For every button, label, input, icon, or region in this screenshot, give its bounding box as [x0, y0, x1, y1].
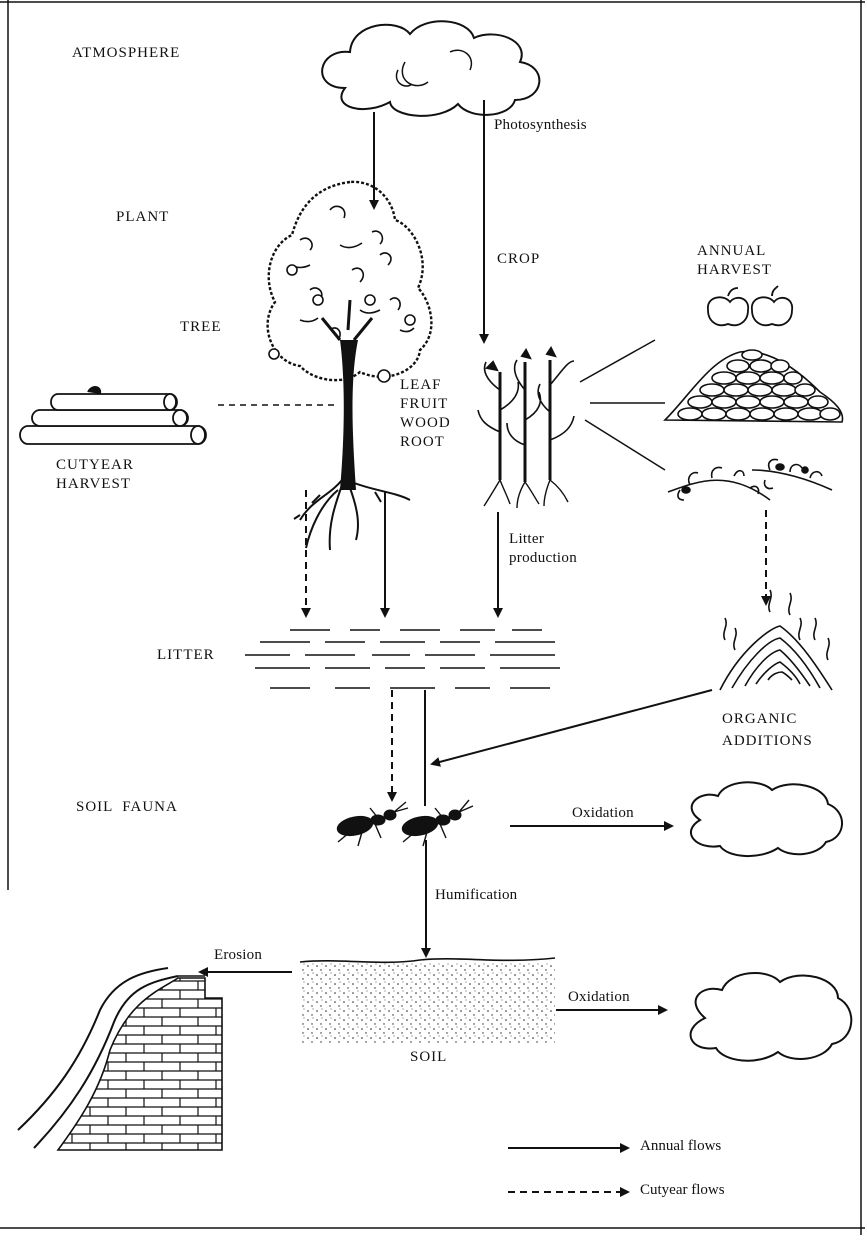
tree-label: TREE [180, 319, 222, 335]
litter-label: LITTER [157, 647, 215, 663]
tree-parts-label: LEAF FRUIT WOOD ROOT [400, 376, 451, 452]
soil-fauna-label: SOIL FAUNA [76, 799, 178, 815]
oxidation-soil-label: Oxidation [568, 989, 630, 1005]
organic-additions-label: ORGANIC ADDITIONS [722, 708, 813, 752]
crop-label: CROP [497, 251, 541, 267]
atmosphere-label: ATMOSPHERE [72, 45, 181, 61]
organic-additions-line-1: ORGANIC [722, 711, 798, 727]
humification-label: Humification [435, 887, 518, 903]
litter-production-line-2: production [509, 550, 577, 566]
annual-flow-arrows [198, 100, 713, 1015]
cutyear-harvest-line-1: CUTYEAR [56, 457, 134, 473]
organic-additions-icon [719, 589, 833, 691]
oxidation-cloud-lower-icon [689, 971, 853, 1062]
soil-label: SOIL [410, 1049, 448, 1065]
litter-production-line-1: Litter [509, 531, 545, 547]
oxidation-fauna-label: Oxidation [572, 805, 634, 821]
tree-icon [266, 180, 433, 551]
legend-cutyear-flows: Cutyear flows [640, 1182, 725, 1198]
crop-residue-icon [667, 458, 833, 501]
crop-plants-icon [477, 346, 575, 509]
cutyear-harvest-label: CUTYEAR HARVEST [56, 456, 134, 494]
cut-logs-icon [19, 386, 207, 445]
apples-icon [707, 285, 793, 327]
annual-harvest-line-1: ANNUAL [697, 243, 767, 259]
soil-block-icon [299, 957, 556, 1044]
soil-fauna-icon [336, 799, 474, 847]
oxidation-cloud-upper-icon [689, 781, 843, 858]
erosion-terrace-icon [17, 967, 223, 1151]
erosion-label: Erosion [214, 947, 263, 963]
plant-label: PLANT [116, 209, 170, 225]
atmosphere-cloud-icon [321, 20, 541, 117]
litter-production-label: Litter production [509, 530, 577, 568]
wood-label: WOOD [400, 415, 451, 431]
crop-harvest-connectors [579, 339, 666, 471]
harvest-heap-icon [663, 349, 844, 423]
legend-annual-flows: Annual flows [640, 1138, 722, 1154]
photosynthesis-label: Photosynthesis [494, 117, 587, 133]
root-label: ROOT [400, 434, 445, 450]
cutyear-flow-arrows [301, 490, 771, 802]
cutyear-harvest-line-2: HARVEST [56, 476, 131, 492]
annual-harvest-line-2: HARVEST [697, 262, 772, 278]
leaf-label: LEAF [400, 377, 442, 393]
organic-additions-line-2: ADDITIONS [722, 733, 813, 749]
annual-harvest-label: ANNUAL HARVEST [697, 242, 772, 280]
litter-layer-icon [245, 629, 560, 689]
fruit-label: FRUIT [400, 396, 449, 412]
legend-arrows [508, 1143, 630, 1197]
